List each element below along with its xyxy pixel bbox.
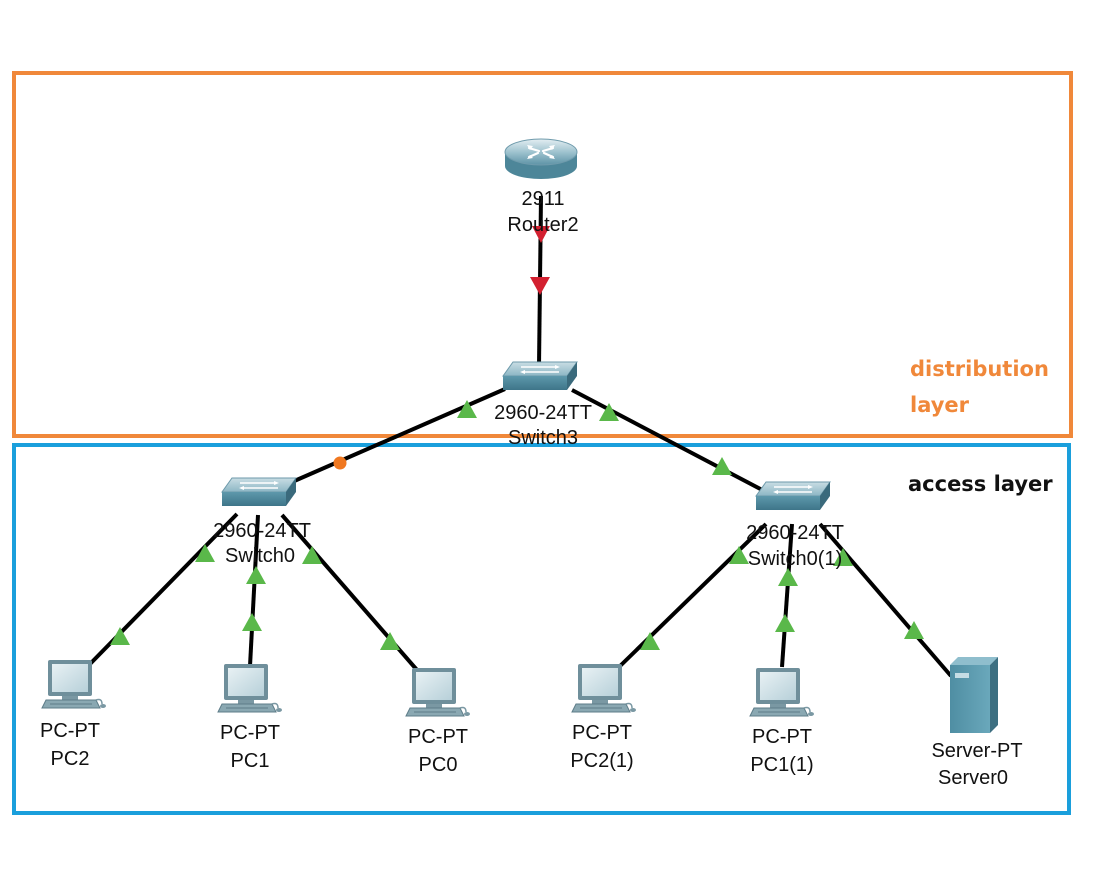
pc-pc0[interactable]: PC-PT PC0 xyxy=(405,667,471,776)
link-up-indicator xyxy=(775,614,795,632)
distribution-layer-label-line2: layer xyxy=(910,393,970,417)
pc-pc1[interactable]: PC-PT PC1 xyxy=(217,663,283,772)
link-up-indicator xyxy=(729,546,749,564)
device-name-label: Router2 xyxy=(507,214,578,236)
pc-pc2[interactable]: PC-PT PC2 xyxy=(40,659,107,770)
link-up-indicator xyxy=(195,544,215,562)
link-up-indicator xyxy=(904,621,924,639)
server-icon[interactable] xyxy=(950,657,998,733)
distribution-layer-label-line1: distribution xyxy=(910,357,1049,381)
link-down-indicator xyxy=(530,277,550,295)
pc-icon[interactable] xyxy=(405,667,471,717)
switch-icon[interactable] xyxy=(502,361,578,391)
switch-switch0[interactable]: 2960-24TT Switch0 xyxy=(213,477,311,567)
device-name-label: Server0 xyxy=(938,767,1008,789)
router-icon[interactable] xyxy=(503,137,579,181)
pc-icon[interactable] xyxy=(217,663,283,713)
link-up-indicator xyxy=(110,627,130,645)
device-model-label: PC-PT xyxy=(40,720,100,742)
access-layer-box xyxy=(12,443,1071,815)
device-model-label: PC-PT xyxy=(408,726,468,748)
pc-pc1-1[interactable]: PC-PT PC1(1) xyxy=(749,667,815,776)
device-name-label: PC2 xyxy=(51,748,90,770)
link-switch0-1-pc2-1[interactable] xyxy=(616,522,768,670)
device-model-label: 2960-24TT xyxy=(213,520,311,542)
access-layer-label: access layer xyxy=(908,472,1053,496)
pc-pc2-1[interactable]: PC-PT PC2(1) xyxy=(570,663,637,772)
link-switch0-1-pc1-1[interactable] xyxy=(780,523,794,668)
device-model-label: PC-PT xyxy=(220,722,280,744)
device-model-label: PC-PT xyxy=(752,726,812,748)
link-switch0-1-server0[interactable] xyxy=(818,522,953,678)
link-up-indicator xyxy=(302,546,322,564)
link-switch0-pc1[interactable] xyxy=(248,514,260,667)
device-name-label: PC1(1) xyxy=(750,754,813,776)
router-2911[interactable]: 2911 Router2 xyxy=(503,137,579,236)
device-name-label: PC1 xyxy=(231,750,270,772)
device-model-label: 2960-24TT xyxy=(494,402,592,424)
device-name-label: Switch0(1) xyxy=(748,548,842,570)
link-up-indicator xyxy=(599,403,619,421)
switch-icon[interactable] xyxy=(755,481,831,511)
link-up-indicator xyxy=(242,613,262,631)
switch-switch3[interactable]: 2960-24TT Switch3 xyxy=(494,361,592,449)
link-status-indicators xyxy=(110,226,924,650)
link-up-indicator xyxy=(246,566,266,584)
device-model-label: 2911 xyxy=(521,188,564,210)
device-name-label: PC0 xyxy=(419,754,458,776)
link-up-indicator xyxy=(778,568,798,586)
pc-icon[interactable] xyxy=(749,667,815,717)
device-name-label: PC2(1) xyxy=(570,750,633,772)
link-up-indicator xyxy=(712,457,732,475)
link-switch3-switch0-1[interactable] xyxy=(571,388,771,496)
device-model-label: 2960-24TT xyxy=(746,522,844,544)
device-name-label: Switch0 xyxy=(225,545,295,567)
pc-icon[interactable] xyxy=(41,659,107,709)
device-model-label: PC-PT xyxy=(572,722,632,744)
device-name-label: Switch3 xyxy=(508,427,578,449)
switch-switch0-1[interactable]: 2960-24TT Switch0(1) xyxy=(746,481,844,570)
server-server0[interactable]: Server-PT Server0 xyxy=(931,657,1023,789)
link-up-indicator xyxy=(640,632,660,650)
pc-icon[interactable] xyxy=(571,663,637,713)
link-up-indicator xyxy=(380,632,400,650)
link-up-indicator xyxy=(833,548,853,566)
link-up-indicator xyxy=(457,400,477,418)
distribution-layer-box xyxy=(12,71,1073,438)
link-down-indicator xyxy=(532,226,550,243)
switch-icon[interactable] xyxy=(221,477,297,507)
device-model-label: Server-PT xyxy=(931,740,1022,762)
link-pending-indicator xyxy=(333,456,347,470)
